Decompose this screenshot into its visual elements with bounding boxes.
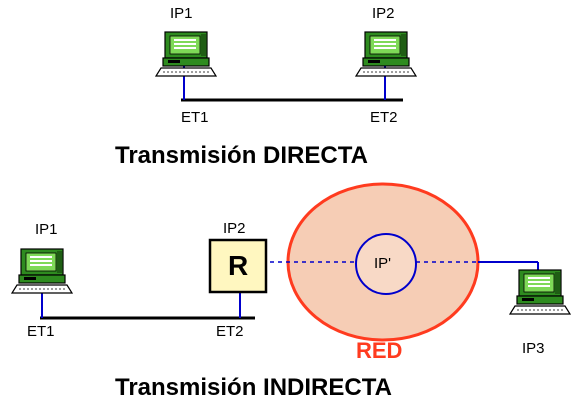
indirect-host1-computer-icon: [11, 248, 73, 294]
direct-host2-et-label: ET2: [370, 109, 398, 126]
direct-host2-computer-icon: [355, 31, 417, 77]
indirect-host1-ip-label: IP1: [35, 221, 58, 238]
direct-host1-computer-icon: [155, 31, 217, 77]
router-box: [208, 238, 268, 294]
router-label: R: [228, 250, 249, 281]
inner-ip-label: IP': [374, 255, 392, 272]
host3-ip-label: IP3: [522, 340, 545, 357]
network-label: RED: [356, 338, 403, 363]
indirect-title: Transmisión INDIRECTA: [115, 374, 392, 401]
router-et-label: ET2: [216, 323, 244, 340]
direct-host1-et-label: ET1: [181, 109, 209, 126]
router-ip-label: IP2: [223, 220, 246, 237]
indirect-host1-et-label: ET1: [27, 323, 55, 340]
inner-ip-node: [355, 233, 417, 295]
host3-computer-icon: [509, 269, 571, 315]
direct-host2-ip-label: IP2: [372, 5, 395, 22]
direct-title: Transmisión DIRECTA: [115, 142, 368, 169]
direct-host1-ip-label: IP1: [170, 5, 193, 22]
